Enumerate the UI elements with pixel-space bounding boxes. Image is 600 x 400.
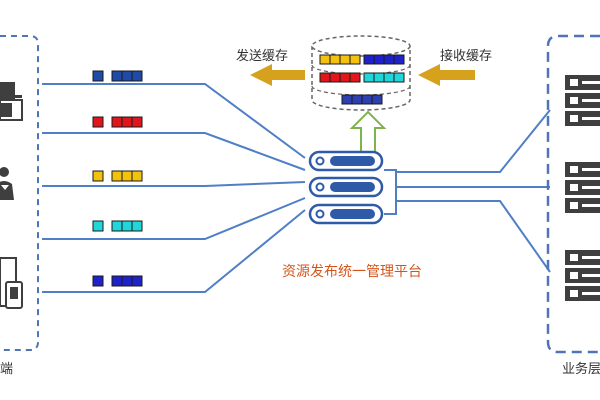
channel-packet-group bbox=[92, 116, 143, 128]
business-connections bbox=[396, 109, 551, 273]
cache-block bbox=[329, 72, 341, 83]
server-slot-line bbox=[582, 117, 600, 120]
server-light bbox=[570, 97, 578, 104]
client-group-border bbox=[0, 35, 39, 351]
business-servers bbox=[565, 75, 600, 301]
channel-packet-group bbox=[92, 70, 143, 82]
packet-block bbox=[121, 116, 133, 128]
server-unit bbox=[308, 176, 384, 198]
cache-block bbox=[383, 54, 395, 65]
upload-arrow bbox=[349, 110, 387, 155]
cache-packets bbox=[319, 54, 405, 105]
server-slot-line bbox=[582, 99, 600, 102]
server-light bbox=[570, 290, 578, 297]
channel-packet-group bbox=[92, 170, 143, 182]
mobile-icon bbox=[0, 257, 23, 309]
desktop-icon bbox=[0, 82, 23, 121]
packet-block bbox=[111, 275, 123, 287]
send-cache-label: 发送缓存 bbox=[236, 48, 288, 64]
cache-block bbox=[329, 54, 341, 65]
cache-block bbox=[339, 72, 351, 83]
receive-cache-label: 接收缓存 bbox=[440, 48, 492, 64]
cache-block bbox=[373, 54, 385, 65]
server-light bbox=[570, 184, 578, 191]
packet-block bbox=[111, 116, 123, 128]
cache-block bbox=[383, 72, 395, 83]
cache-block bbox=[393, 54, 405, 65]
server-light bbox=[570, 272, 578, 279]
server-light bbox=[570, 79, 578, 86]
server-icon bbox=[565, 250, 600, 301]
packet-single bbox=[92, 275, 104, 287]
packet-block bbox=[121, 275, 133, 287]
packet-block bbox=[111, 170, 123, 182]
channel-packets bbox=[92, 70, 143, 287]
server-light bbox=[570, 115, 578, 122]
server-icon bbox=[565, 75, 600, 126]
cache-block bbox=[371, 94, 383, 105]
server-slot-line bbox=[582, 168, 600, 171]
cache-block bbox=[319, 54, 331, 65]
server-unit bbox=[308, 150, 384, 172]
server-slot-line bbox=[582, 186, 600, 189]
platform-label: 资源发布统一管理平台 bbox=[282, 264, 422, 280]
packet-block bbox=[111, 70, 123, 82]
server-light bbox=[570, 202, 578, 209]
receive-cache-arrow bbox=[418, 64, 475, 86]
server-light bbox=[570, 166, 578, 173]
cache-block bbox=[349, 72, 361, 83]
cache-block bbox=[351, 94, 363, 105]
packet-block bbox=[131, 220, 143, 232]
channel-packet-group bbox=[92, 275, 143, 287]
cache-block bbox=[373, 72, 385, 83]
client-connections bbox=[42, 83, 306, 293]
server-slot-line bbox=[582, 256, 600, 259]
user-icon bbox=[0, 167, 14, 200]
server-slot-line bbox=[582, 81, 600, 84]
packet-single bbox=[92, 70, 104, 82]
cache-block bbox=[339, 54, 351, 65]
server-slot-line bbox=[582, 292, 600, 295]
packet-block bbox=[131, 70, 143, 82]
packet-single bbox=[92, 116, 104, 128]
server-icon bbox=[565, 162, 600, 213]
packet-block bbox=[121, 220, 133, 232]
cache-block bbox=[319, 72, 331, 83]
platform-bracket bbox=[384, 169, 397, 215]
packet-single bbox=[92, 170, 104, 182]
channel-packet-group bbox=[92, 220, 143, 232]
server-slot-line bbox=[582, 204, 600, 207]
packet-single bbox=[92, 220, 104, 232]
cache-block bbox=[361, 94, 373, 105]
packet-block bbox=[131, 170, 143, 182]
server-unit bbox=[308, 203, 384, 225]
packet-block bbox=[111, 220, 123, 232]
cache-block bbox=[341, 94, 353, 105]
server-light bbox=[570, 254, 578, 261]
cache-block bbox=[363, 72, 375, 83]
send-cache-arrow bbox=[250, 64, 305, 86]
packet-block bbox=[131, 275, 143, 287]
business-side-label: 业务层 bbox=[562, 361, 600, 377]
server-slot-line bbox=[582, 274, 600, 277]
cache-block bbox=[393, 72, 405, 83]
packet-block bbox=[121, 170, 133, 182]
packet-block bbox=[131, 116, 143, 128]
platform-server-stack bbox=[308, 150, 384, 225]
cache-block bbox=[363, 54, 375, 65]
client-side-label: 端 bbox=[0, 362, 13, 377]
packet-block bbox=[121, 70, 133, 82]
cache-block bbox=[349, 54, 361, 65]
